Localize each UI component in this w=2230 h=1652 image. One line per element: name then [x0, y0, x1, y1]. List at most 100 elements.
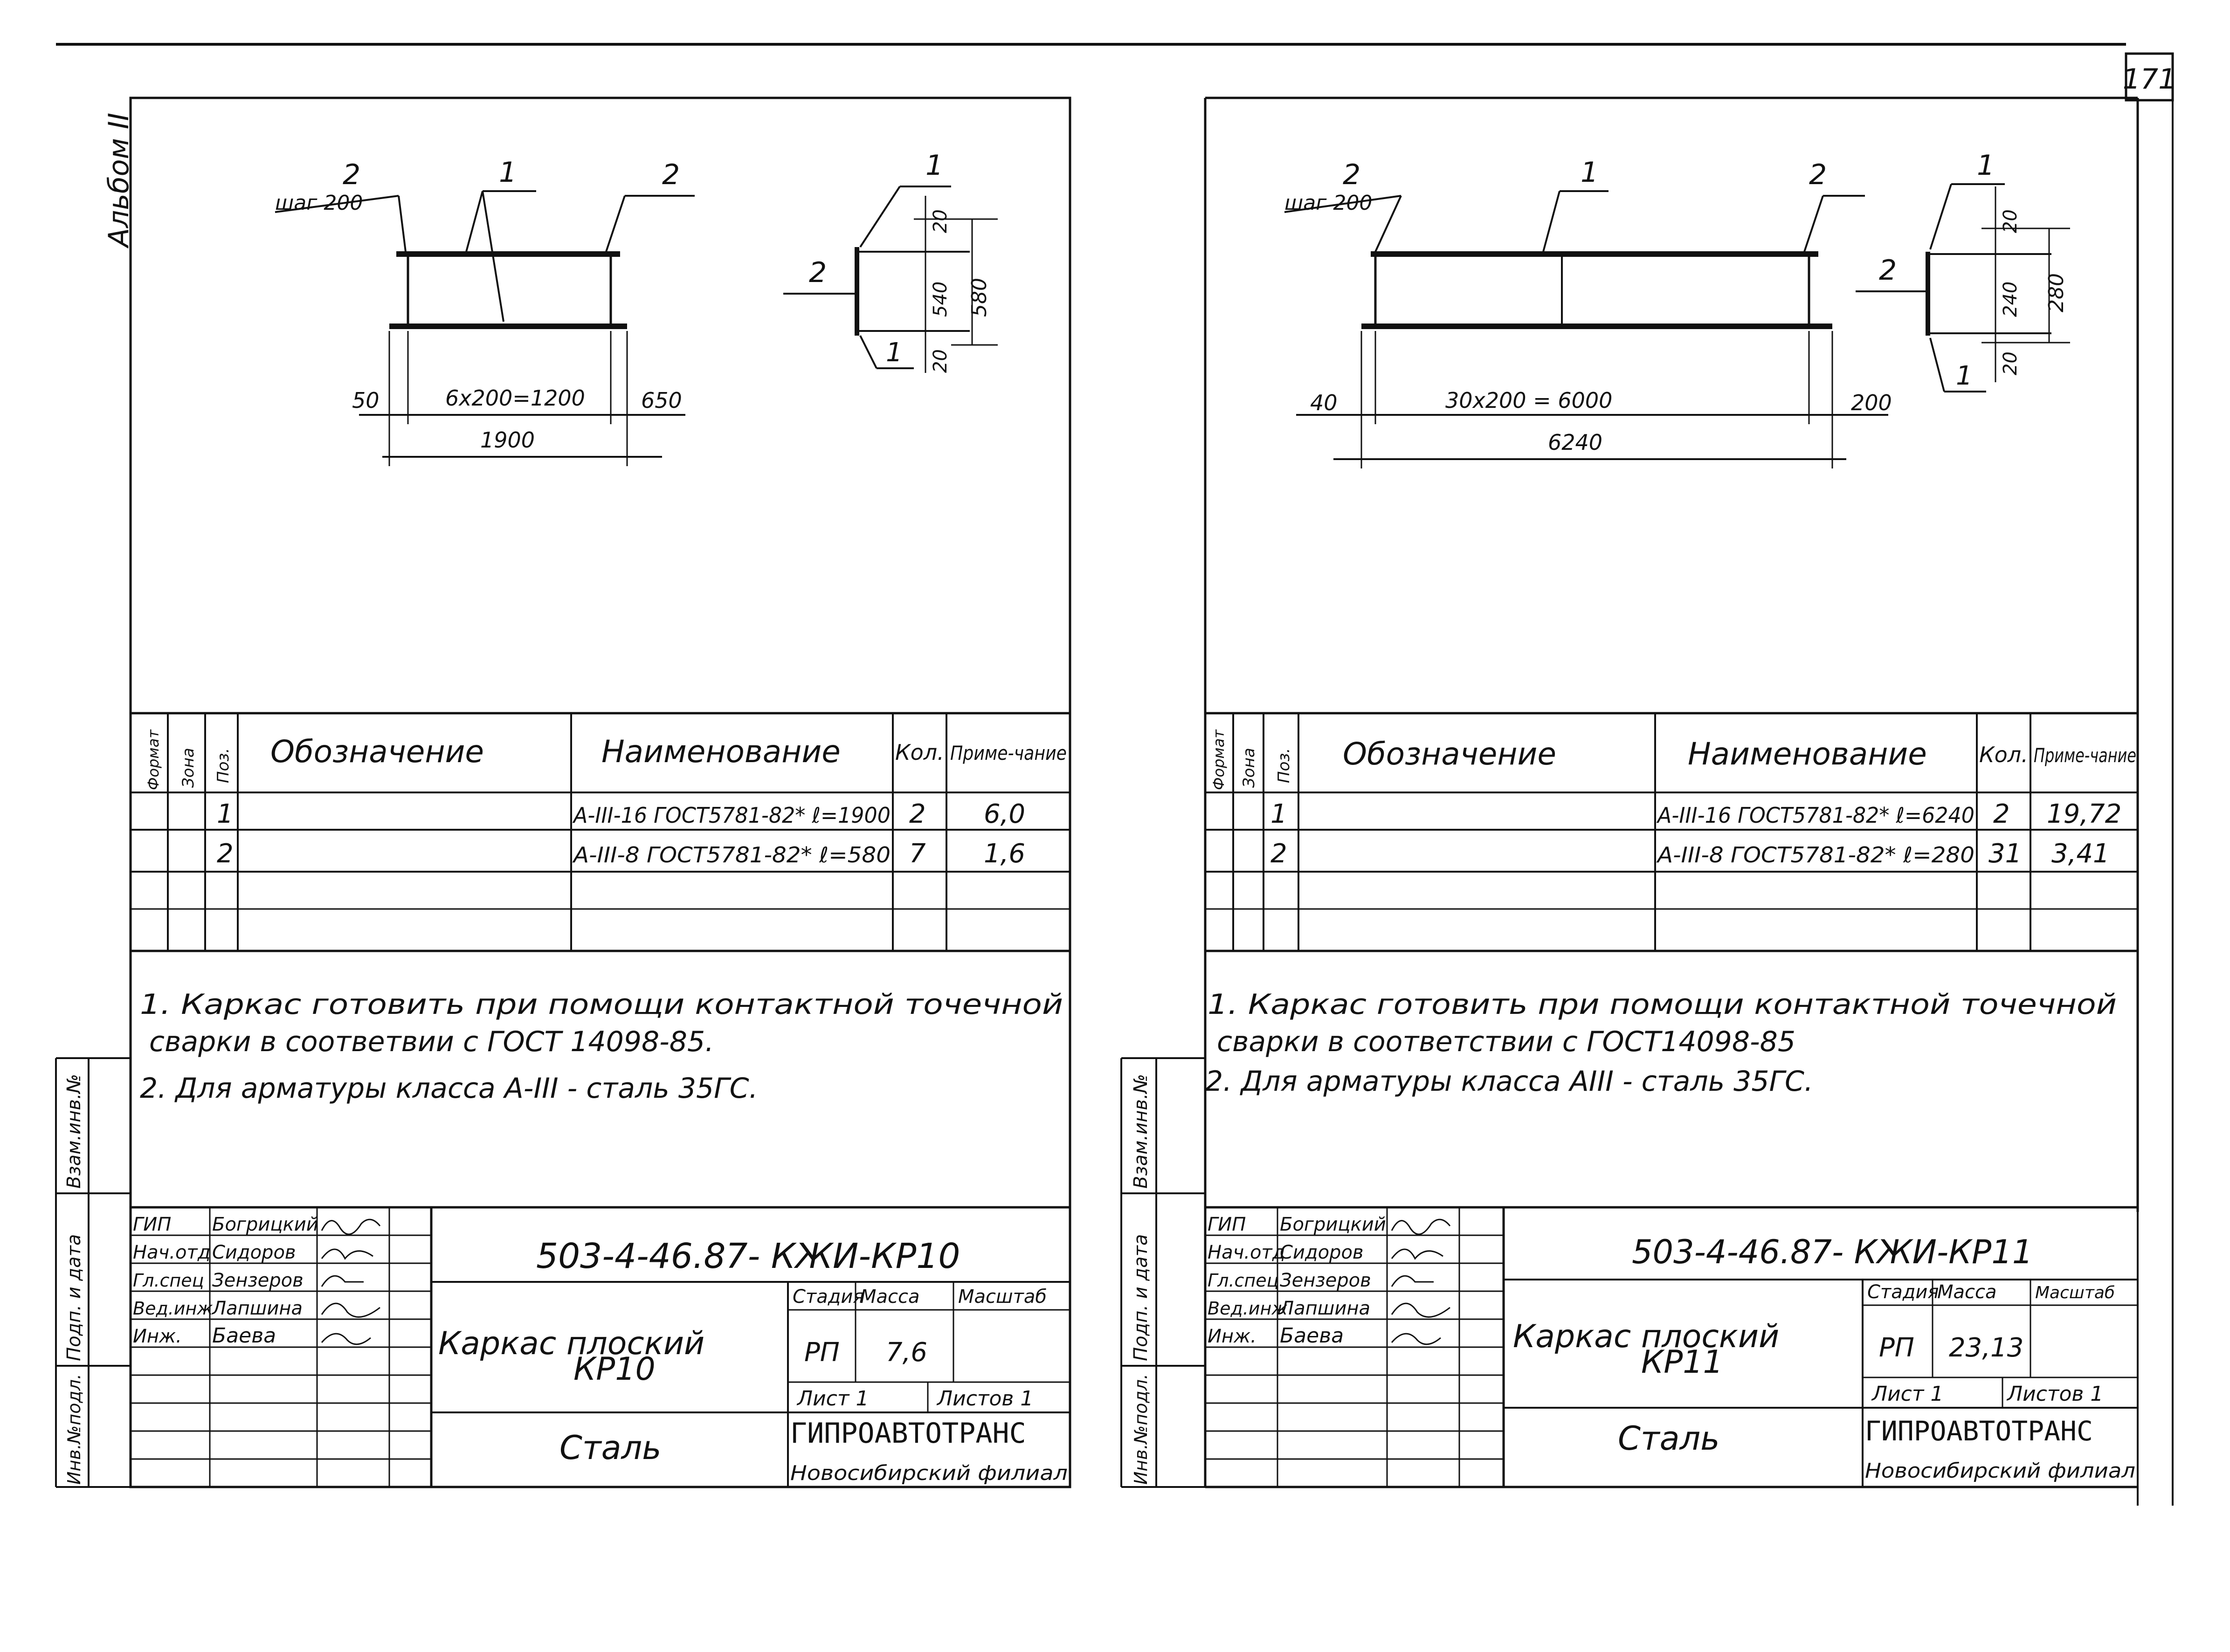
elev-dim-mid: 6x200=1200	[445, 385, 585, 411]
sec-dim-total: 580	[967, 278, 991, 317]
spec-h-zona: Зона	[1240, 748, 1258, 788]
spec-h-poz: Поз.	[214, 748, 233, 783]
sec-pos-bottom: 1	[886, 337, 903, 368]
stamp-h-massa: Масса	[1937, 1281, 1997, 1303]
spec-row2-naim: А-III-8 ГОСТ5781-82* ℓ=580	[572, 842, 891, 867]
spec-h-oboznachenie: Обозначение	[1343, 736, 1556, 772]
sec-pos-bottom: 1	[1956, 361, 1973, 391]
sec-dim-top: 20	[930, 209, 951, 233]
sig-role-2: Нач.отд	[1208, 1242, 1285, 1263]
spec-row1-kol: 2	[1993, 799, 2010, 829]
elev-pos-left: 2	[1343, 158, 1360, 191]
spec-row1-prim: 19,72	[2047, 799, 2121, 829]
elev-pos-right: 2	[1809, 158, 1827, 191]
note-line-3: 2. Для арматуры класса АIII - сталь 35ГС…	[1205, 1065, 1813, 1098]
sig-role-1: ГИП	[1208, 1214, 1246, 1235]
stamp-mass-value: 7,6	[886, 1337, 927, 1368]
stamp-list: Лист 1	[796, 1387, 869, 1411]
stamp-h-masshtab: Масштаб	[2035, 1283, 2115, 1302]
frame-section: 1 2 1 20 540 20 580	[783, 149, 998, 373]
stamp-h-stadia: Стадия	[793, 1286, 864, 1308]
spec-h-primechanie: Приме-чание	[950, 742, 1067, 764]
sig-name-4: Лапшина	[1279, 1298, 1370, 1319]
side-stamp: Взам.инв.№ Подп. и дата Инв.№подл.	[1120, 1057, 1205, 1488]
notes: 1. Каркас готовить при помощи контактной…	[140, 988, 1063, 1105]
doc-material: Сталь	[1618, 1419, 1720, 1458]
spec-h-format: Формат	[145, 729, 162, 790]
frame-elevation: 2 шаг 200 1 2 40 30x200 = 6000 200 6240	[1284, 156, 1892, 468]
sec-dim-top: 20	[2000, 209, 2021, 233]
spec-table: Формат Зона Поз. Обозначение Наименовани…	[131, 712, 1070, 952]
sec-dim-bottom: 20	[930, 349, 951, 373]
spec-h-poz: Поз.	[1275, 748, 1293, 783]
elev-dim-left: 50	[352, 388, 380, 413]
spec-h-primechanie: Приме-чание	[2034, 744, 2136, 767]
side-stamp-inv: Инв.№подл.	[64, 1374, 84, 1485]
sec-pos-top: 1	[925, 149, 943, 182]
elev-step: шаг 200	[275, 191, 363, 215]
spec-row2-poz: 2	[217, 839, 234, 869]
sec-pos-left: 2	[809, 256, 827, 289]
side-stamp-podp: Подп. и дата	[1130, 1234, 1152, 1361]
sig-role-4: Вед.инж	[133, 1298, 213, 1319]
note-line-3: 2. Для арматуры класса А-III - сталь 35Г…	[140, 1072, 758, 1105]
note-line-2: сварки в соответствии с ГОСТ14098-85	[1217, 1026, 1795, 1058]
spec-row1-poz: 1	[217, 799, 234, 829]
stamp-mass-value: 23,13	[1949, 1333, 2023, 1363]
org-name: ГИПРОАВТОТРАНС	[790, 1417, 1026, 1450]
notes: 1. Каркас готовить при помощи контактной…	[1205, 988, 2117, 1098]
elev-pos-left: 2	[343, 158, 360, 191]
spec-h-naimenovanie: Наименование	[1688, 736, 1927, 772]
sec-pos-top: 1	[1977, 149, 1995, 182]
org-branch: Новосибирский филиал	[1865, 1459, 2135, 1483]
elev-dim-total: 1900	[480, 427, 535, 453]
sig-role-4: Вед.инж	[1208, 1298, 1288, 1319]
doc-title-1: Каркас плоский	[438, 1325, 704, 1362]
spec-row1-prim: 6,0	[984, 799, 1025, 829]
sig-role-3: Гл.спец	[133, 1270, 204, 1291]
sig-name-4: Лапшина	[211, 1298, 303, 1319]
sig-name-3: Зензеров	[212, 1270, 304, 1291]
elev-dim-total: 6240	[1548, 430, 1602, 455]
spec-h-oboznachenie: Обозначение	[270, 734, 484, 770]
doc-title-1: Каркас плоский	[1513, 1318, 1779, 1355]
signatures-scribble	[321, 1218, 381, 1345]
frame-elevation: 2 шаг 200 1 2 50 6x200=1200 650 1900	[275, 156, 695, 466]
sig-name-5: Баева	[212, 1324, 276, 1348]
sig-role-3: Гл.спец	[1208, 1270, 1279, 1291]
elev-pos-right: 2	[662, 158, 680, 191]
side-stamp: Взам.инв.№ Подп. и дата Инв.№подл.	[55, 1057, 131, 1488]
spec-row2-kol: 31	[1988, 839, 2022, 869]
frame-section: 1 2 1 20 240 20 280	[1856, 149, 2070, 392]
spec-h-kol: Кол.	[1979, 742, 2028, 767]
sig-name-3: Зензеров	[1280, 1270, 1371, 1291]
side-stamp-podp: Подп. и дата	[63, 1234, 85, 1361]
sig-name-1: Богрицкий	[212, 1214, 318, 1235]
elev-dim-left: 40	[1310, 390, 1338, 415]
page-number: 171	[2123, 63, 2176, 96]
spec-row1-naim: А-III-16 ГОСТ5781-82* ℓ=1900	[572, 803, 891, 828]
spec-row2-prim: 1,6	[984, 839, 1025, 869]
sig-name-5: Баева	[1280, 1324, 1344, 1348]
sig-name-2: Сидоров	[1280, 1242, 1364, 1263]
elev-pos-top: 1	[499, 156, 517, 189]
elev-dim-mid: 30x200 = 6000	[1445, 388, 1612, 413]
doc-code: 503-4-46.87- КЖИ-КР10	[536, 1236, 960, 1276]
stamp-listov: Листов 1	[936, 1387, 1033, 1411]
sheet-kr10: Взам.инв.№ Подп. и дата Инв.№подл. 2 шаг…	[55, 96, 1071, 1488]
sig-role-1: ГИП	[133, 1214, 171, 1235]
doc-title-2: КР11	[1641, 1344, 1723, 1381]
sec-dim-mid: 240	[2000, 282, 2021, 317]
sig-role-5: Инж.	[1208, 1326, 1257, 1347]
spec-row2-kol: 7	[909, 839, 926, 869]
doc-title-2: КР10	[573, 1351, 656, 1388]
elev-dim-right: 200	[1851, 390, 1892, 415]
doc-code: 503-4-46.87- КЖИ-КР11	[1632, 1233, 2033, 1271]
stamp-listov: Листов 1	[2006, 1382, 2103, 1406]
sig-name-2: Сидоров	[212, 1242, 296, 1263]
spec-row2-prim: 3,41	[2051, 839, 2110, 869]
spec-row1-poz: 1	[1270, 799, 1287, 829]
elev-step: шаг 200	[1284, 191, 1372, 215]
sig-name-1: Богрицкий	[1280, 1214, 1386, 1235]
spec-row1-kol: 2	[909, 799, 926, 829]
